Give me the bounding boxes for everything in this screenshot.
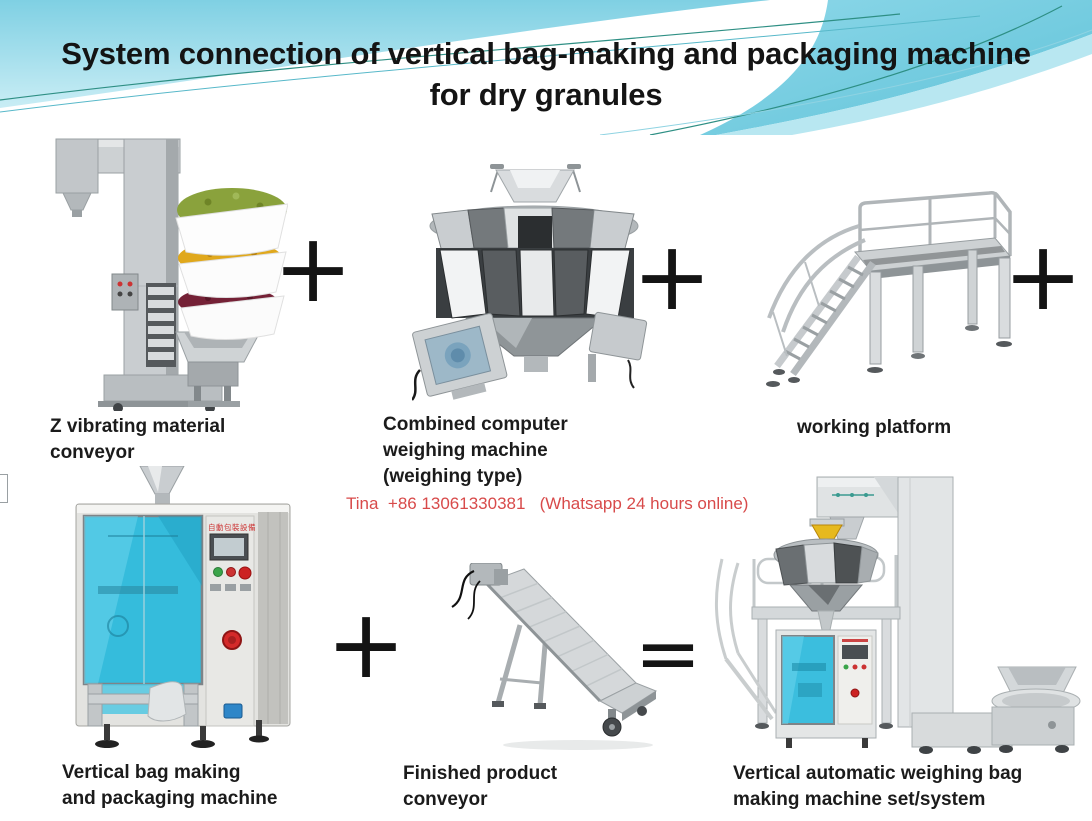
plus-operator-4: + — [316, 590, 416, 700]
vffs-blue-window — [82, 514, 204, 686]
weigher-monitor — [412, 313, 508, 400]
weigher-top-funnel — [490, 164, 581, 203]
label-line: and packaging machine — [62, 788, 278, 809]
vffs-feet — [95, 720, 269, 748]
header-wave-decoration — [0, 0, 1092, 135]
equals-operator: = — [618, 603, 718, 703]
conveyor-legs — [492, 624, 549, 709]
page-title: System connection of vertical bag-making… — [0, 33, 1092, 115]
combined-weigher-image — [412, 164, 648, 401]
vffs-panel-text: 自動包裝設備 — [208, 522, 256, 532]
z-conveyor-image — [55, 138, 288, 411]
label-vffs-machine: Vertical bag making and packaging machin… — [62, 760, 277, 812]
system-vffs — [775, 629, 877, 748]
label-line: conveyor — [50, 442, 135, 463]
plus-operator-1: + — [263, 214, 363, 324]
full-system-image — [714, 476, 1081, 754]
platform-railing — [858, 191, 1012, 256]
label-finished-conveyor: Finished product conveyor — [403, 761, 557, 813]
label-line: Combined computer — [383, 414, 568, 435]
label-z-conveyor: Z vibrating material conveyor — [50, 414, 225, 466]
plus-glyph: + — [273, 214, 353, 324]
z-conveyor-frame — [55, 138, 228, 411]
label-line: making machine set/system — [733, 789, 986, 810]
label-full-system: Vertical automatic weighing bag making m… — [733, 761, 1022, 813]
page-title-line2: for dry granules — [429, 77, 663, 112]
conveyor-shadow — [503, 740, 653, 750]
label-line: conveyor — [403, 789, 488, 810]
plus-operator-2: + — [622, 222, 722, 332]
label-line: weighing machine — [383, 440, 548, 461]
label-combined-weigher: Combined computer weighing machine (weig… — [383, 412, 568, 490]
conveyor-belt — [484, 568, 658, 721]
label-working-platform: working platform — [797, 415, 951, 441]
equals-glyph: = — [634, 606, 702, 700]
label-line: Vertical automatic weighing bag — [733, 763, 1023, 784]
granule-bowls — [175, 188, 288, 341]
finished-conveyor-image — [451, 563, 658, 750]
vffs-control-panel: 自動包裝設備 — [205, 515, 256, 727]
label-line: (weighing type) — [383, 466, 523, 487]
plus-operator-3: + — [993, 222, 1092, 332]
label-line: Vertical bag making — [62, 762, 241, 783]
vffs-lower-frame — [87, 681, 199, 727]
platform-stairs — [766, 224, 876, 387]
plus-glyph: + — [632, 222, 712, 332]
vffs-machine-image: 自動包裝設備 — [75, 466, 291, 748]
plus-glyph: + — [326, 590, 406, 700]
label-line: Z vibrating material — [50, 416, 226, 437]
label-line: working platform — [797, 417, 952, 438]
vffs-funnel — [139, 466, 185, 506]
plus-glyph: + — [1003, 222, 1083, 332]
system-weigher — [773, 518, 879, 631]
label-line: Finished product — [403, 763, 558, 784]
system-feeder — [991, 666, 1081, 753]
weigher-side-box — [588, 311, 648, 361]
platform-legs — [867, 249, 1012, 373]
conveyor-motor — [451, 563, 508, 620]
contact-info: Tina +86 13061330381 (Whatsapp 24 hours … — [346, 494, 749, 513]
page-title-line1: System connection of vertical bag-making… — [61, 36, 1031, 71]
page-edge-artifact — [0, 474, 8, 503]
working-platform-image — [766, 191, 1012, 387]
conveyor-wheels — [602, 706, 647, 737]
weigher-hopper-ring — [429, 205, 639, 326]
